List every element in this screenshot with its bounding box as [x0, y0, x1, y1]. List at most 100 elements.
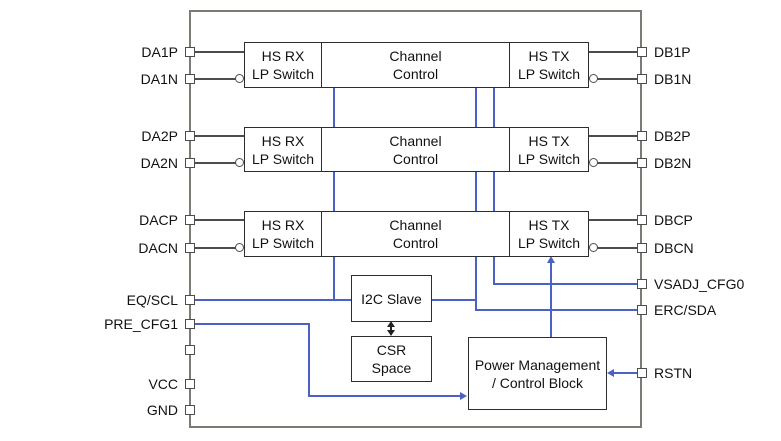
block-hs-tx-chc: HS TX LP Switch [509, 211, 589, 257]
wire-i2c-csr [390, 326, 392, 331]
block-label: CSR [376, 342, 407, 358]
pin-label-dbcp: DBCP [654, 212, 693, 228]
pin-label-db1n: DB1N [654, 71, 692, 87]
pin-da1p [185, 47, 195, 57]
pin-label-dacn: DACN [138, 240, 178, 256]
block-channel-control-ch1: Channel Control [320, 42, 511, 88]
pin-gnd [185, 405, 195, 415]
block-csr-space: CSR Space [351, 336, 432, 382]
pin-db2n [637, 158, 647, 168]
wire-pre-cfg1-v [308, 323, 310, 397]
block-label: HS TX [528, 132, 570, 149]
wire-db1p [589, 51, 637, 53]
pin-label-vcc: VCC [148, 376, 178, 392]
bus-vsadj-segment [493, 88, 495, 127]
wire-da1p [194, 51, 244, 53]
pin-pre-cfg1 [185, 319, 195, 329]
pin-label-rstn: RSTN [654, 365, 693, 381]
pin-dbcp [637, 215, 647, 225]
wire-db1n [597, 78, 637, 80]
block-hs-rx-chc: HS RX LP Switch [244, 211, 322, 257]
block-channel-control-chc: Channel Control [320, 211, 511, 257]
bubble-db1n [589, 74, 598, 83]
block-channel-control-ch2: Channel Control [320, 127, 511, 172]
pin-unlabeled [185, 345, 195, 355]
pin-label-da2p: DA2P [141, 128, 178, 144]
block-label: LP Switch [252, 66, 314, 82]
arrowhead-csr-to-i2c [387, 321, 395, 327]
pin-dacp [185, 215, 195, 225]
bus-sda-segment [475, 88, 477, 127]
pin-label-db2n: DB2N [654, 155, 692, 171]
wire-i2c-to-bus [432, 299, 477, 301]
wire-da2p [194, 135, 244, 137]
bus-scl-segment [333, 257, 335, 301]
pin-label-erc-sda: ERC/SDA [654, 302, 717, 318]
bus-scl-segment [333, 88, 335, 127]
pin-label-da1p: DA1P [141, 44, 178, 60]
block-hs-tx-ch2: HS TX LP Switch [509, 127, 589, 172]
bubble-dacn [235, 243, 244, 252]
block-label: HS RX [261, 48, 305, 64]
pin-eq-scl [185, 295, 195, 305]
wire-eq-scl [194, 299, 351, 301]
wire-erc-sda [476, 309, 637, 311]
pin-label-dacp: DACP [139, 212, 178, 228]
block-label: Space [371, 360, 412, 376]
pin-label-eq-scl: EQ/SCL [126, 292, 178, 308]
pin-label-vsadj-cfg0: VSADJ_CFG0 [654, 276, 745, 292]
block-label: Control [392, 150, 439, 167]
bubble-db2n [589, 158, 598, 167]
pin-label-db1p: DB1P [654, 44, 691, 60]
wire-dacn [194, 247, 236, 249]
block-label: LP Switch [252, 150, 314, 167]
block-label: LP Switch [518, 150, 580, 167]
pin-dbcn [637, 243, 647, 253]
block-hs-tx-ch1: HS TX LP Switch [509, 42, 589, 88]
block-hs-rx-ch2: HS RX LP Switch [244, 127, 322, 172]
block-label: Power Management [474, 356, 601, 373]
block-label: Control [392, 235, 439, 251]
bubble-dbcn [589, 243, 598, 252]
bus-scl-segment [333, 172, 335, 211]
wire-db2n [597, 162, 637, 164]
pin-da2n [185, 158, 195, 168]
wire-db2p [589, 135, 637, 137]
block-label: Channel [389, 48, 442, 64]
arrowhead-i2c-to-csr [387, 330, 395, 336]
pin-label-dbcn: DBCN [654, 240, 694, 256]
block-label: LP Switch [518, 235, 580, 251]
pin-db1n [637, 74, 647, 84]
block-label: Channel [389, 217, 442, 233]
pin-db1p [637, 47, 647, 57]
wire-pre-cfg1-h1 [194, 323, 309, 325]
block-label: / Control Block [491, 374, 584, 391]
block-label: LP Switch [518, 66, 580, 82]
bubble-da2n [235, 158, 244, 167]
pin-vsadj-cfg0 [637, 279, 647, 289]
block-label: Channel [389, 132, 442, 149]
block-i2c-slave: I2C Slave [351, 275, 432, 322]
wire-da2n [194, 162, 236, 164]
block-label: HS RX [261, 132, 305, 149]
bubble-da1n [235, 74, 244, 83]
arrowhead-pre-cfg1-to-pm [460, 392, 467, 400]
block-label: LP Switch [252, 235, 314, 251]
pin-da2p [185, 131, 195, 141]
block-power-management: Power Management / Control Block [468, 337, 607, 410]
bus-sda-segment [475, 172, 477, 211]
wire-dbcn [597, 247, 637, 249]
wire-pm-to-hstx [550, 263, 552, 337]
wire-pre-cfg1-h2 [308, 395, 461, 397]
block-label: HS RX [261, 217, 305, 233]
pin-label-gnd: GND [146, 402, 178, 418]
pin-label-da1n: DA1N [140, 71, 178, 87]
arrowhead-pm-to-hstx [547, 256, 555, 263]
bus-vsadj-segment [493, 257, 495, 285]
pin-vcc [185, 379, 195, 389]
pin-rstn [637, 368, 647, 378]
wire-da1n [194, 78, 236, 80]
pin-db2p [637, 131, 647, 141]
pin-erc-sda [637, 305, 647, 315]
